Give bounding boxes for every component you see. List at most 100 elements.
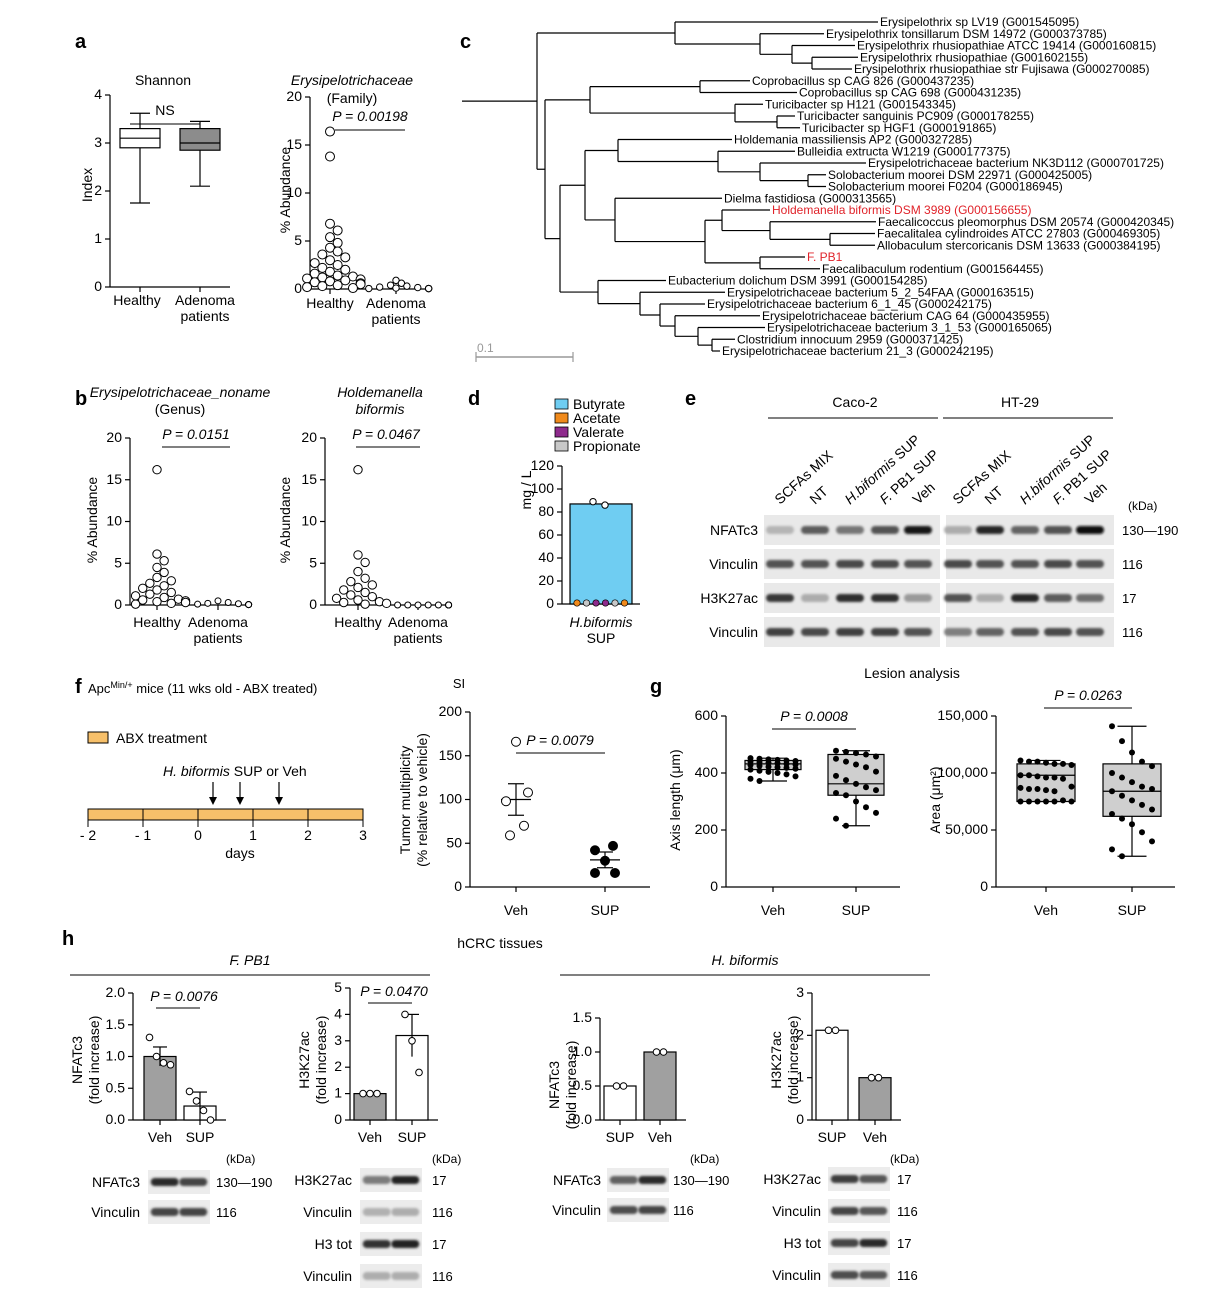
tree-leaf-label: Holdemanella biformis DSM 3989 (G0001566… bbox=[772, 203, 1031, 217]
shannon-ylabel: Index bbox=[79, 168, 95, 202]
tumor-point-SUP bbox=[590, 868, 600, 878]
h1-y-tick-label: 0.5 bbox=[106, 1079, 126, 1095]
h-blot2-band bbox=[362, 1272, 391, 1280]
genus-y-tick-label: 5 bbox=[114, 554, 122, 570]
h2-point bbox=[366, 1089, 374, 1098]
tree-leaf-label: Erysipelothrix tonsillarum DSM 14972 (G0… bbox=[826, 27, 1107, 41]
blot-band bbox=[1044, 526, 1072, 534]
family-adenoma-point bbox=[375, 283, 384, 291]
area-sup-point bbox=[1139, 783, 1145, 790]
minor-scfa-point bbox=[601, 599, 610, 607]
blot-band bbox=[1076, 628, 1104, 636]
h1-cat-veh: Veh bbox=[148, 1129, 172, 1145]
blot-band bbox=[801, 628, 829, 636]
species-ylabel: % Abundance bbox=[277, 477, 293, 564]
species-healthy-point bbox=[353, 550, 363, 560]
genus-healthy-point bbox=[166, 576, 176, 586]
blot-band bbox=[904, 628, 932, 636]
h-blot4-band bbox=[830, 1207, 859, 1215]
blot-band bbox=[976, 594, 1004, 602]
shannon-y-tick-label: 3 bbox=[94, 134, 102, 150]
tree-leaf-label: Dielma fastidiosa (G000313565) bbox=[724, 191, 896, 205]
family-healthy-point bbox=[332, 270, 343, 281]
treatment-arrow-head bbox=[236, 797, 244, 805]
area-veh-point bbox=[1060, 797, 1066, 804]
blot-row-label: NFATc3 bbox=[710, 522, 758, 538]
legend-label-valerate: Valerate bbox=[573, 424, 624, 440]
h-blot3-row-kda: 130—190 bbox=[673, 1173, 729, 1188]
h-blot3-band bbox=[609, 1176, 638, 1184]
axis-sup-point bbox=[863, 804, 869, 811]
scfa-xlabel-1: H.biformis bbox=[569, 614, 632, 630]
tumor-y-tick-label: 150 bbox=[439, 747, 463, 763]
blot-band bbox=[871, 628, 899, 636]
axis-sup-point bbox=[863, 764, 869, 771]
species-adenoma-point bbox=[445, 601, 453, 609]
tree-leaf-labels: Erysipelothrix sp LV19 (G001545095)Erysi… bbox=[668, 15, 1174, 358]
timeline-day-label: - 1 bbox=[135, 827, 152, 843]
area-veh-point bbox=[1026, 785, 1032, 792]
axis-sup-point bbox=[853, 780, 859, 787]
h-blot1-band bbox=[179, 1178, 208, 1186]
butyrate-point bbox=[601, 501, 609, 509]
blot-band bbox=[904, 594, 932, 602]
h1-point bbox=[166, 1060, 175, 1069]
blot-row-label: Vinculin bbox=[709, 556, 758, 572]
genus-ylabel: % Abundance bbox=[84, 477, 100, 564]
area-sup-point bbox=[1119, 792, 1125, 799]
blot-band bbox=[1076, 560, 1104, 568]
genus-y-tick-label: 15 bbox=[106, 471, 122, 487]
tree-leaf-label: Erysipelotrichaceae bacterium 21_3 (G000… bbox=[722, 344, 994, 358]
timeline-day-label: 2 bbox=[304, 827, 312, 843]
axis-veh-point bbox=[756, 767, 763, 774]
axis-sup-point bbox=[843, 792, 849, 799]
h1-point bbox=[199, 1106, 208, 1115]
blot-band bbox=[836, 594, 864, 602]
genus-healthy-point bbox=[159, 567, 169, 578]
scfa-y-tick-label: 20 bbox=[538, 572, 554, 588]
species-healthy-point bbox=[353, 465, 363, 475]
h2-point bbox=[359, 1089, 367, 1098]
scfa-ylabel: mg / L bbox=[518, 470, 534, 509]
species-cat-adenoma: Adenoma bbox=[388, 614, 448, 630]
species-cat-patients: patients bbox=[393, 630, 442, 646]
shannon-cat-adenoma: Adenoma bbox=[175, 292, 235, 308]
species-adenoma-point bbox=[424, 601, 432, 609]
h4-cat-veh: Veh bbox=[863, 1129, 887, 1145]
tree-leaf-label: Erysipelothrix rhusiopathiae str Fujisaw… bbox=[854, 62, 1149, 76]
family-subtitle: (Family) bbox=[327, 90, 378, 106]
minor-scfa-point bbox=[582, 599, 591, 607]
tree-leaf-label: Holdemania massiliensis AP2 (G000327285) bbox=[734, 133, 972, 147]
area-veh-point bbox=[1017, 798, 1024, 805]
species-healthy-point bbox=[360, 573, 370, 583]
tumor-point-Veh bbox=[523, 787, 533, 798]
genus-adenoma-point bbox=[234, 600, 242, 608]
tree-leaf-label: Erysipelothrix rhusiopathiae (G001602155… bbox=[860, 50, 1088, 64]
h1-y-tick-label: 1.0 bbox=[106, 1048, 126, 1064]
tree-leaf-label: Erysipelothrix rhusiopathiae ATCC 19414 … bbox=[857, 39, 1156, 53]
hbif-group-label: H. biformis bbox=[712, 952, 779, 968]
lane-label-1-0: SCFAs MIX bbox=[949, 446, 1014, 507]
h4-y-tick-label: 3 bbox=[796, 984, 804, 1000]
axis-sup-point bbox=[863, 751, 869, 758]
blot-band bbox=[836, 628, 864, 636]
genus-y-tick-label: 0 bbox=[114, 596, 122, 612]
legend-swatch-butyrate bbox=[554, 398, 569, 410]
h-blot2-kda: (kDa) bbox=[432, 1152, 461, 1166]
family-healthy-point bbox=[332, 246, 343, 257]
h3-point bbox=[659, 1048, 668, 1056]
h-blot4-row-label: Vinculin bbox=[772, 1203, 821, 1219]
area-sup-point bbox=[1129, 821, 1135, 828]
h3-y-tick-label: 1.0 bbox=[573, 1043, 593, 1059]
axis-veh-point bbox=[792, 773, 799, 780]
hcrc-fpb1-nfatc3-chart: 0.00.51.01.52.0 bbox=[106, 984, 226, 1127]
h-blot4-row-kda: 17 bbox=[897, 1236, 911, 1251]
scfa-y-tick-label: 0 bbox=[546, 595, 554, 611]
genus-healthy-point bbox=[159, 581, 169, 591]
family-adenoma-point bbox=[403, 282, 411, 290]
genus-healthy-point bbox=[159, 592, 169, 603]
